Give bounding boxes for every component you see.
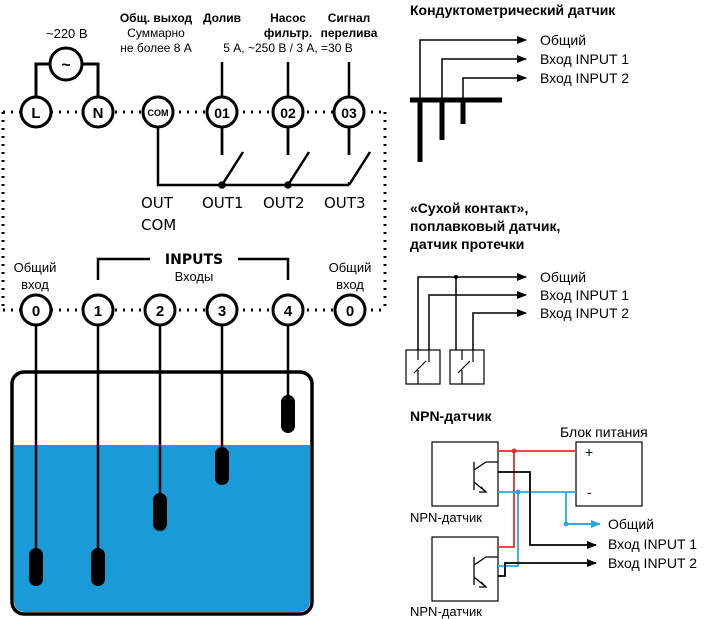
input-terminal-0: 0 [32, 303, 40, 320]
terminal-COM: COM [148, 108, 169, 118]
header-common-out: Общ. выход [120, 11, 193, 25]
dry-common: Общий [540, 269, 586, 285]
voltage-label: ~220 В [46, 26, 88, 41]
header-doliv: Долив [203, 11, 241, 25]
ac-source-icon [48, 46, 84, 82]
header-filter: фильтр. [264, 26, 312, 40]
conductometric-input1: Вход INPUT 1 [540, 51, 629, 67]
npn-sensor-1 [431, 441, 499, 507]
relay-contacts [219, 155, 352, 182]
inputs-bracket: INPUTS Входы Общий вход Общий вход [14, 252, 372, 292]
npn-sensor-label-2: NPN-датчик [410, 604, 482, 619]
input-terminal-1: 1 [94, 303, 102, 320]
inputs-title: INPUTS [165, 252, 223, 268]
psu-label: Блок питания [560, 424, 648, 440]
input-terminals: 0 1 2 3 4 0 [19, 293, 367, 327]
output-headers: Общ. выход Суммарно не более 8 А Долив Н… [120, 11, 378, 55]
label-com: COM [141, 216, 176, 234]
tilde-icon: ~ [61, 57, 70, 74]
dry-contact-section: «Сухой контакт», поплавковый датчик, дат… [405, 200, 629, 385]
terminal-L: L [31, 105, 40, 122]
label-out: OUT [141, 194, 174, 212]
conductometric-common: Общий [540, 32, 586, 48]
dry-input1: Вход INPUT 1 [540, 287, 629, 303]
probe-0 [29, 548, 43, 586]
npn-common: Общий [608, 516, 654, 532]
npn-input1: Вход INPUT 1 [608, 536, 697, 552]
probe-2 [153, 493, 167, 531]
label-out2: OUT2 [263, 194, 305, 212]
label-out1: OUT1 [202, 194, 244, 212]
psu-plus: + [585, 444, 593, 460]
probe-1 [91, 548, 105, 586]
terminal-N: N [93, 105, 104, 122]
dry-title-3: датчик протечки [410, 236, 524, 252]
conductometric-section: Кондуктометрический датчик Общий Вход IN… [410, 2, 629, 162]
conductometric-title: Кондуктометрический датчик [410, 2, 616, 18]
water-tank [10, 370, 314, 616]
conductometric-input2: Вход INPUT 2 [540, 70, 629, 86]
psu-minus: - [587, 484, 592, 500]
level-probes [34, 325, 290, 560]
header-summary: Суммарно [127, 26, 185, 40]
dry-input2: Вход INPUT 2 [540, 305, 629, 321]
npn-sensor-2 [431, 536, 499, 602]
header-pump: Насос [270, 11, 306, 25]
probe-4 [281, 395, 295, 433]
input-terminal-0-right: 0 [346, 303, 354, 320]
npn-input2: Вход INPUT 2 [608, 555, 697, 571]
power-supply-box [575, 441, 643, 507]
common-input-right-1: Общий [329, 260, 372, 275]
label-out3: OUT3 [324, 194, 366, 212]
inputs-subtitle: Входы [175, 269, 214, 284]
header-overflow: перелива [321, 26, 378, 40]
header-signal: Сигнал [328, 11, 371, 25]
terminal-03: 03 [341, 105, 357, 121]
probe-3 [215, 447, 229, 485]
header-limit: не более 8 А [120, 41, 192, 55]
npn-title: NPN-датчик [410, 408, 492, 424]
npn-section: NPN-датчик Блок питания + - Общий Вход I… [410, 408, 697, 619]
input-terminal-2: 2 [156, 303, 164, 320]
power-source: ~220 В ~ [34, 26, 100, 98]
terminal-01: 01 [214, 105, 230, 121]
npn-sensor-label-1: NPN-датчик [410, 510, 482, 525]
relay-switches [156, 127, 351, 187]
top-terminals: L N COM 01 02 03 [19, 95, 366, 129]
out-labels: OUT COM OUT1 OUT2 OUT3 [141, 194, 366, 234]
input-terminal-3: 3 [218, 303, 226, 320]
dry-title-2: поплавковый датчик, [410, 218, 560, 234]
dry-title-1: «Сухой контакт», [410, 200, 528, 216]
common-input-left-1: Общий [14, 260, 57, 275]
input-terminal-4: 4 [284, 303, 293, 320]
header-ratings: 5 А, ~250 В / 3 А, =30 В [223, 41, 352, 55]
common-input-left-2: вход [21, 277, 49, 292]
terminal-02: 02 [280, 105, 296, 121]
common-input-right-2: вход [336, 277, 364, 292]
